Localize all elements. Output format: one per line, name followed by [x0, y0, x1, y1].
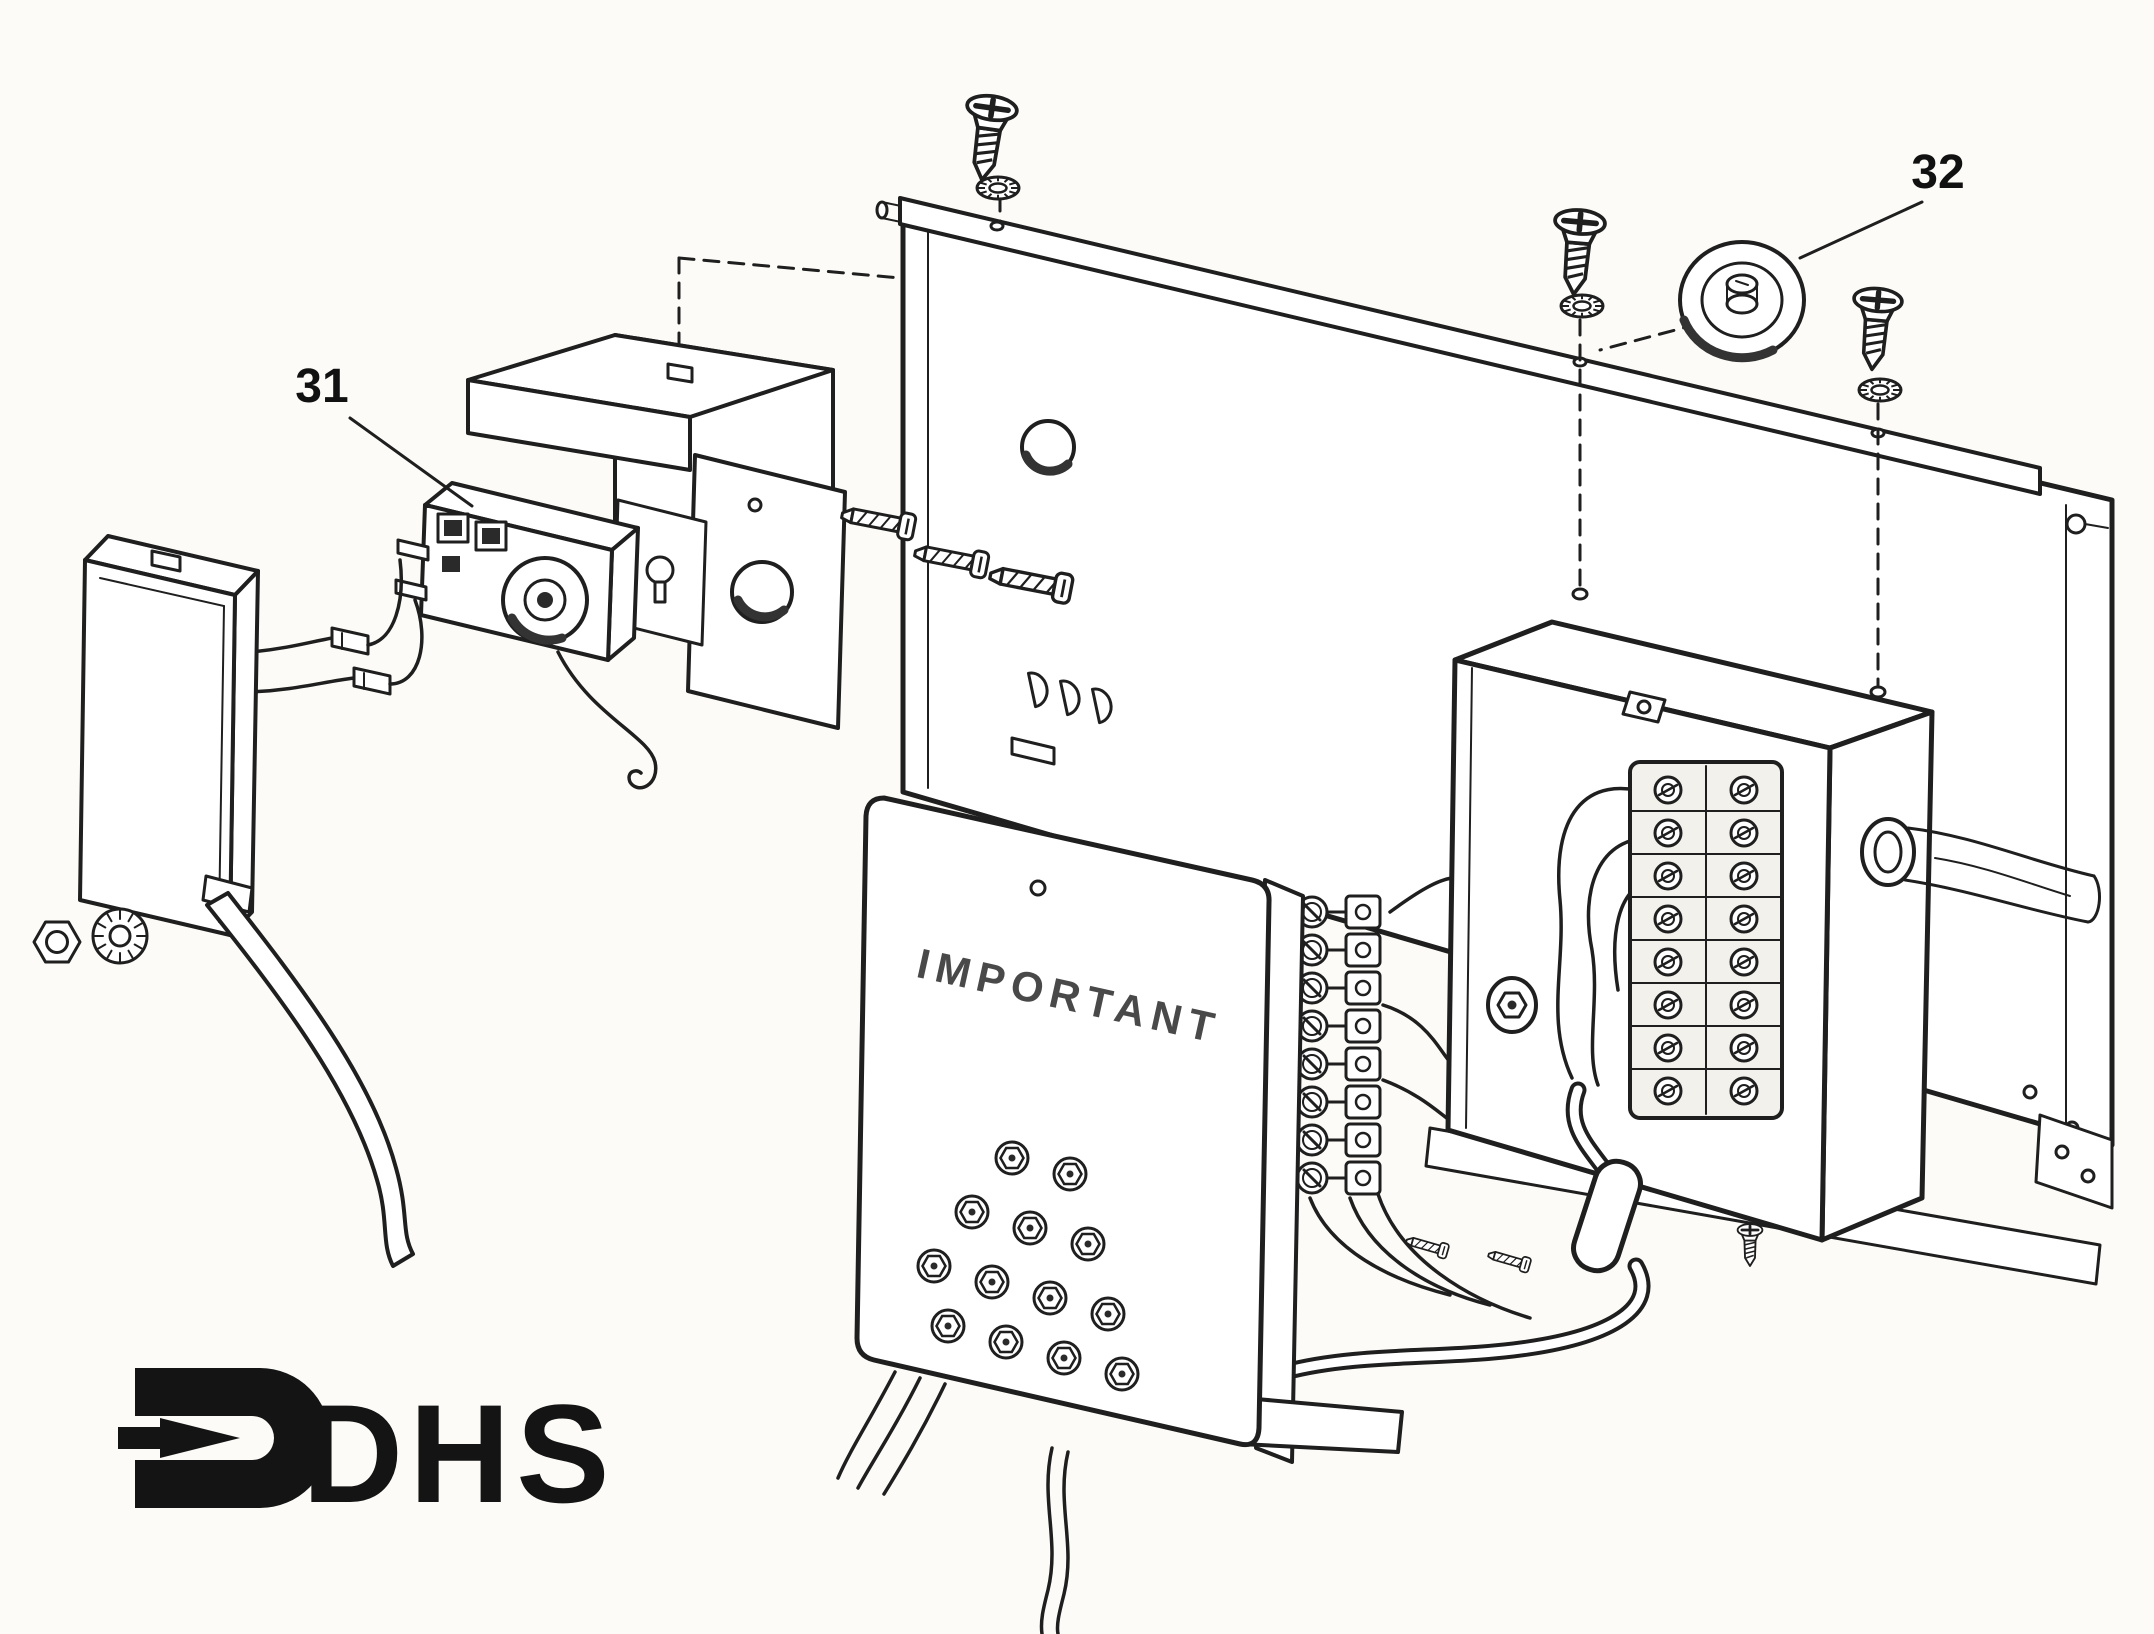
- dhs-logo-text: DHS: [302, 1375, 616, 1532]
- panel-slot: [1010, 736, 1056, 766]
- dhs-logo-arrow-ring: [135, 1368, 330, 1508]
- cover-plate: [686, 453, 847, 730]
- part-32-grommet: [1678, 240, 1806, 363]
- spade-connectors: [248, 558, 424, 696]
- callout-31: 31: [295, 360, 474, 508]
- valve-wire: [556, 650, 658, 790]
- callout-32-label: 32: [1911, 146, 1964, 199]
- cover-cable: [205, 891, 415, 1268]
- sleeved-cable: [1276, 1081, 1651, 1381]
- callout-31-label: 31: [295, 360, 348, 413]
- vent-slots: [1026, 671, 1113, 725]
- spade-terminal: [394, 578, 428, 602]
- side-boss: [1486, 976, 1538, 1034]
- hex-nut: [32, 920, 82, 964]
- terminal-cover: [78, 534, 415, 1268]
- transformer-terminal-block: [1628, 760, 1784, 1120]
- panel-wire-pair-down: [1039, 1446, 1070, 1634]
- callout-32: 32: [1798, 146, 1965, 260]
- spade-terminal: [396, 538, 430, 562]
- exit-cable: [1860, 817, 2101, 924]
- star-washer-large: [91, 907, 149, 965]
- strip-end-pin: [875, 200, 902, 223]
- panel-wires-left: [836, 1370, 947, 1496]
- cover-slot: [150, 549, 182, 573]
- dhs-logo-arrowhead: [160, 1418, 240, 1458]
- dhs-logo: DHS: [118, 1368, 616, 1532]
- panel-hole-screw-2: [1571, 587, 1589, 601]
- edge-bolt: [2065, 513, 2087, 535]
- terminal-strip-column: [1295, 876, 1532, 1320]
- transformer-box: [1276, 619, 2101, 1381]
- part-31-valve-block: [394, 481, 658, 790]
- important-panel: IMPORTANT: [836, 795, 1404, 1634]
